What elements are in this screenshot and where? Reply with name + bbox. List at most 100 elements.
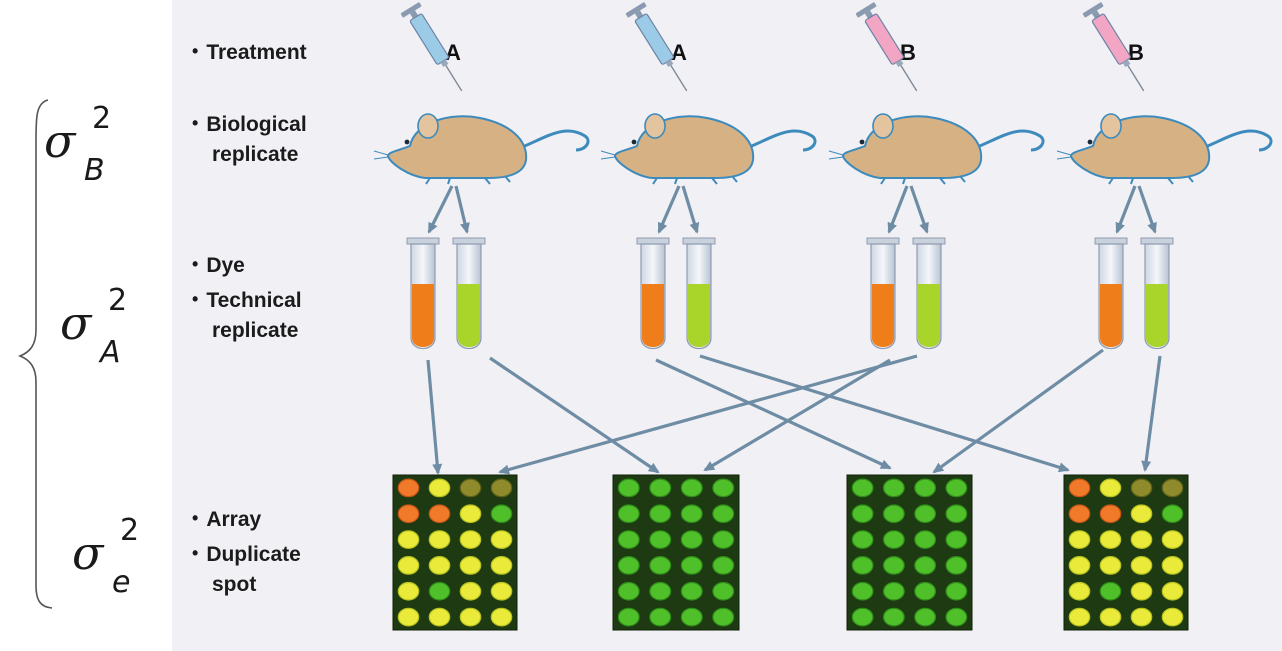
mouse-1 — [373, 113, 590, 185]
array-4-spot-6 — [1099, 504, 1122, 524]
treatment-label-4: B — [1128, 40, 1144, 65]
syringe-2 — [625, 2, 688, 92]
array-3-spot-12 — [945, 530, 968, 549]
array-1-spot-20 — [490, 581, 513, 601]
array-4-spot-5 — [1068, 504, 1091, 524]
array-4-spot-7 — [1130, 504, 1153, 524]
array-1-spot-4 — [490, 478, 513, 498]
array-1-spot-7 — [459, 504, 482, 524]
sigma-biological: σ 2 B — [44, 101, 112, 188]
array-3-spot-24 — [945, 607, 968, 627]
array-1-spot-22 — [428, 607, 451, 627]
mouse-to-tube-arrow-2 — [454, 185, 470, 234]
array-4-spot-13 — [1068, 556, 1091, 575]
array-4-spot-12 — [1161, 530, 1184, 549]
array-2-spot-17 — [617, 581, 640, 601]
array-2-spot-21 — [617, 607, 640, 627]
treatment-label-2: A — [671, 40, 687, 65]
array-4-spot-16 — [1161, 556, 1184, 575]
array-3-spot-23 — [914, 607, 937, 627]
array-4-spot-14 — [1099, 556, 1122, 575]
array-4-spot-24 — [1161, 607, 1184, 627]
array-1-spot-14 — [428, 556, 451, 575]
microarray-4 — [1063, 474, 1189, 631]
array-3-spot-6 — [882, 504, 905, 524]
tube-to-array-arrow-3 — [655, 358, 892, 470]
syringe-1 — [400, 2, 463, 92]
array-4-spot-3 — [1130, 478, 1153, 498]
array-4-spot-15 — [1130, 556, 1153, 575]
array-3-spot-5 — [851, 504, 874, 524]
array-1-spot-13 — [397, 556, 420, 575]
tube-to-array-arrow-5 — [703, 358, 891, 472]
array-2-spot-4 — [712, 478, 735, 498]
label-treatment: •Treatment — [192, 41, 307, 64]
array-3-spot-11 — [914, 530, 937, 549]
mouse-to-tube-arrow-3 — [657, 185, 681, 234]
syringe-4 — [1082, 2, 1145, 92]
array-2-spot-23 — [680, 607, 703, 627]
array-3-spot-4 — [945, 478, 968, 498]
microarray-1 — [392, 474, 518, 631]
array-2-spot-16 — [712, 556, 735, 575]
label-dye: •Dye — [192, 254, 245, 277]
array-4-spot-17 — [1068, 581, 1091, 601]
array-1-spot-24 — [490, 607, 513, 627]
microarray-2 — [612, 474, 740, 631]
array-3-spot-17 — [851, 581, 874, 601]
label-technical-replicate: •Technical replicate — [192, 289, 302, 342]
array-2-spot-8 — [712, 504, 735, 524]
array-2-spot-14 — [649, 556, 672, 575]
array-3-spot-8 — [945, 504, 968, 524]
syringe-3 — [855, 2, 918, 92]
tube-to-array-arrow-8 — [1141, 355, 1162, 472]
array-1-spot-19 — [459, 581, 482, 601]
array-1-spot-2 — [428, 478, 451, 498]
array-2-spot-12 — [712, 530, 735, 549]
label-array: •Array — [192, 508, 262, 531]
tube-to-array-arrow-2 — [489, 356, 660, 474]
array-2-spot-11 — [680, 530, 703, 549]
sigma-technical: σ 2 A — [60, 283, 128, 370]
array-4-spot-19 — [1130, 581, 1153, 601]
array-2-spot-6 — [649, 504, 672, 524]
array-2-spot-5 — [617, 504, 640, 524]
array-2-spot-9 — [617, 530, 640, 549]
array-1-spot-17 — [397, 581, 420, 601]
array-1-spot-6 — [428, 504, 451, 524]
array-1-spot-1 — [397, 478, 420, 498]
array-1-spot-21 — [397, 607, 420, 627]
array-4-spot-18 — [1099, 581, 1122, 601]
array-1-spot-15 — [459, 556, 482, 575]
array-3-spot-14 — [882, 556, 905, 575]
label-duplicate-spot: •Duplicate spot — [192, 543, 301, 596]
treatment-label-1: A — [445, 40, 461, 65]
array-4-spot-23 — [1130, 607, 1153, 627]
tube-to-array-arrow-4 — [699, 354, 1070, 473]
dye-tube-2 — [452, 237, 486, 350]
array-4-spot-1 — [1068, 478, 1091, 498]
array-2-spot-2 — [649, 478, 672, 498]
mouse-2 — [600, 113, 817, 185]
array-3-spot-16 — [945, 556, 968, 575]
array-2-spot-24 — [712, 607, 735, 627]
array-4-spot-22 — [1099, 607, 1122, 627]
array-4-spot-21 — [1068, 607, 1091, 627]
array-3-spot-21 — [851, 607, 874, 627]
array-1-spot-16 — [490, 556, 513, 575]
mouse-4 — [1056, 113, 1273, 185]
tube-to-array-arrow-6 — [498, 354, 918, 475]
tube-to-array-arrow-1 — [426, 359, 443, 475]
array-2-spot-7 — [680, 504, 703, 524]
array-2-spot-1 — [617, 478, 640, 498]
array-2-spot-10 — [649, 530, 672, 549]
mouse-to-tube-arrow-6 — [909, 185, 929, 234]
dye-tube-6 — [912, 237, 946, 350]
array-4-spot-9 — [1068, 530, 1091, 549]
dye-tube-3 — [636, 237, 670, 350]
array-1-spot-11 — [459, 530, 482, 549]
array-2-spot-13 — [617, 556, 640, 575]
dye-tube-8 — [1140, 237, 1174, 350]
array-1-spot-12 — [490, 530, 513, 549]
